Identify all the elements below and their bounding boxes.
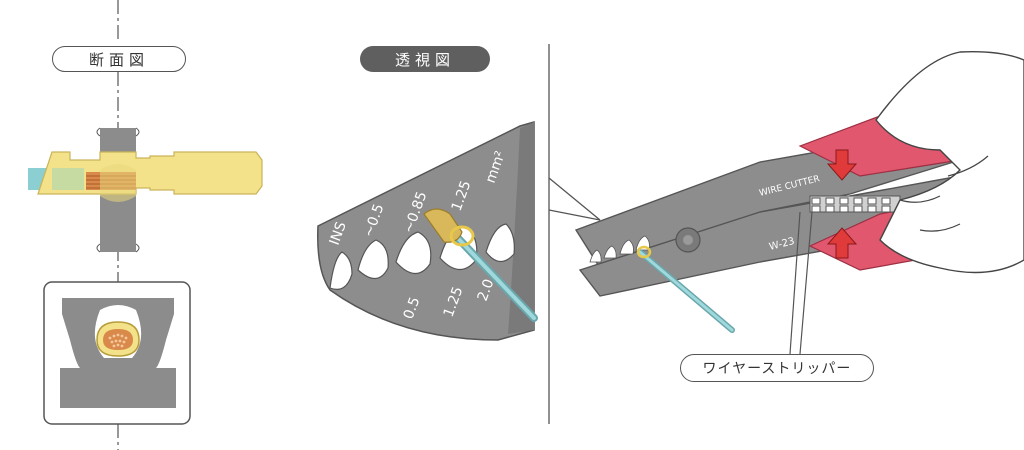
marking-ins: INS — [327, 220, 350, 248]
arrow-down — [826, 149, 858, 181]
arrow-up — [826, 227, 858, 259]
hand — [875, 51, 1024, 274]
perspective-view: INS ~0.5 ~0.85 1.25 mm² 0.5 1.25 2.0 — [317, 121, 538, 341]
crimped-terminal-section — [96, 321, 140, 357]
tool-jaw — [317, 121, 535, 341]
full-tool: WIRE CUTTER W-23 — [574, 51, 1024, 355]
perspective-view-label: 透視図 — [360, 46, 490, 72]
section-view-label: 断面図 — [52, 46, 186, 72]
section-view — [28, 0, 263, 450]
marking-20: 2.0 — [475, 277, 498, 303]
crimp-die-teeth — [329, 223, 515, 290]
wire-stripper-label: ワイヤーストリッパー — [680, 354, 874, 382]
marking-05-b: 0.5 — [401, 295, 424, 321]
stripper-teeth — [809, 195, 901, 213]
